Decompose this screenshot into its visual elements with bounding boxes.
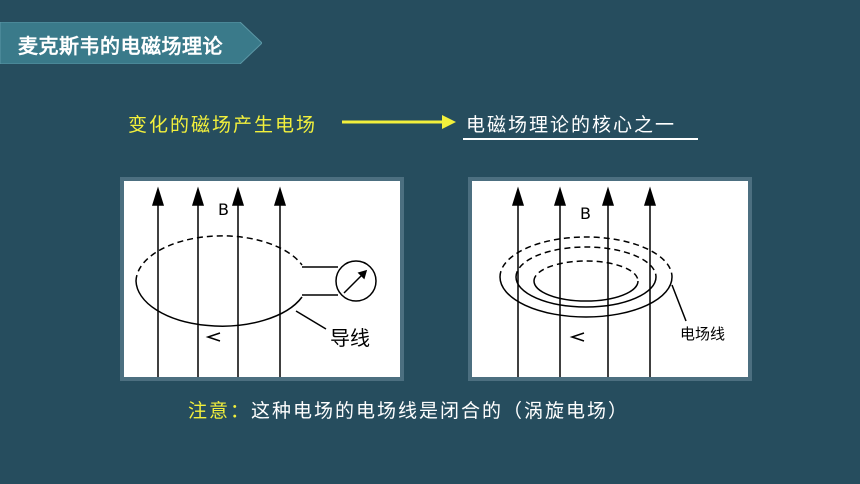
- statement-underline: [463, 138, 698, 140]
- title-banner: 麦克斯韦的电磁场理论: [0, 22, 262, 64]
- field-label-b: B: [218, 200, 229, 219]
- arrow-right-icon: [342, 115, 456, 129]
- figure-electric-field-lines: B 电场线: [468, 177, 752, 381]
- field-label-b: B: [580, 204, 591, 223]
- wire-label: 导线: [330, 326, 370, 350]
- figure-electric-field-lines-drawing: B 电场线: [499, 186, 725, 377]
- note-text: 这种电场的电场线是闭合的（涡旋电场）: [251, 400, 630, 422]
- figure-wire-loop-drawing: B 导线: [135, 186, 377, 377]
- note-keyword: 注意：: [188, 400, 252, 422]
- banner-shape: [0, 22, 262, 64]
- note-line: 注意：这种电场的电场线是闭合的（涡旋电场）: [188, 396, 629, 423]
- slide-title: 麦克斯韦的电磁场理论: [18, 34, 223, 58]
- statement-left: 变化的磁场产生电场: [128, 114, 318, 136]
- field-line-label: 电场线: [680, 325, 725, 343]
- statement-right: 电磁场理论的核心之一: [466, 114, 677, 136]
- figure-wire-loop: B 导线: [120, 177, 404, 381]
